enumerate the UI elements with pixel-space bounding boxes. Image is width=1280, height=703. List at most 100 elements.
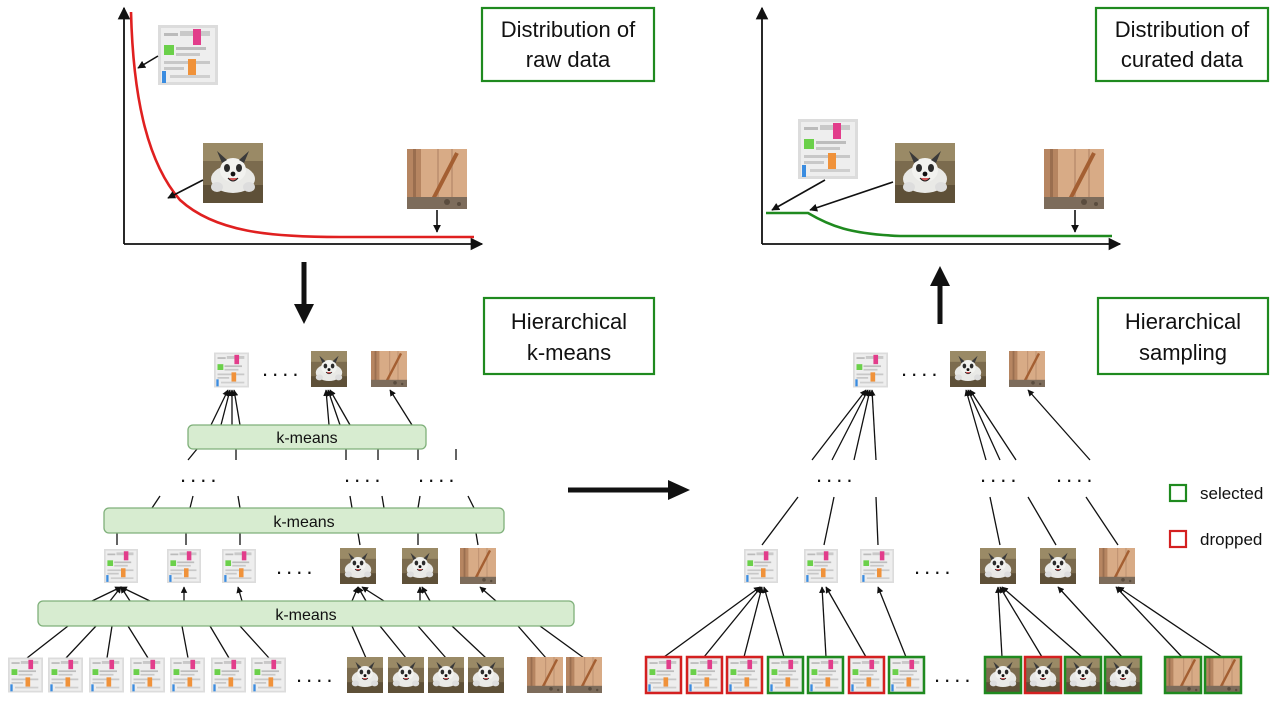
svg-text:....: .... bbox=[418, 462, 458, 487]
raw-data-title-box: Distribution of raw data bbox=[480, 6, 656, 83]
svg-text:curated data: curated data bbox=[1121, 47, 1244, 72]
leaf-node bbox=[1163, 655, 1203, 695]
hierarchical-sampling-box: Hierarchical sampling bbox=[1096, 296, 1270, 376]
leaf-node bbox=[644, 655, 683, 695]
document-thumbnail-icon bbox=[808, 657, 843, 693]
svg-text:raw data: raw data bbox=[526, 47, 611, 72]
dog-photo-icon bbox=[347, 657, 383, 693]
selected-frame bbox=[766, 655, 805, 695]
dropped-frame bbox=[847, 655, 886, 695]
dog-photo-icon bbox=[1105, 657, 1141, 693]
document-thumbnail-icon bbox=[104, 549, 138, 583]
leaf-node bbox=[847, 655, 886, 695]
document-thumbnail-icon bbox=[849, 657, 884, 693]
dropped-frame bbox=[644, 655, 683, 695]
leaf-node bbox=[725, 655, 764, 695]
raw-data-curve bbox=[129, 11, 474, 239]
kmeans-bar-3: k-means bbox=[37, 600, 575, 627]
raw-distribution-plot bbox=[117, 6, 484, 251]
document-thumbnail-icon bbox=[214, 352, 249, 388]
curated-distribution-plot bbox=[755, 6, 1122, 251]
wooden-gate-photo-icon bbox=[1044, 149, 1104, 209]
legend-dropped-swatch bbox=[1168, 529, 1188, 549]
document-thumbnail-icon bbox=[860, 549, 894, 583]
svg-text:....: .... bbox=[262, 356, 302, 381]
leaf-node bbox=[766, 655, 805, 695]
selected-frame bbox=[887, 655, 926, 695]
dog-photo-icon bbox=[950, 351, 986, 387]
dog-photo-icon bbox=[1065, 657, 1101, 693]
svg-text:Distribution of: Distribution of bbox=[501, 17, 636, 42]
curated-data-title-box: Distribution of curated data bbox=[1094, 6, 1270, 83]
leaf-node bbox=[1203, 655, 1243, 695]
kmeans-bar-1: k-means bbox=[187, 424, 427, 450]
document-thumbnail-icon bbox=[158, 25, 218, 85]
svg-text:k-means: k-means bbox=[276, 430, 337, 447]
document-thumbnail-icon bbox=[889, 657, 924, 693]
svg-text:Hierarchical: Hierarchical bbox=[1125, 309, 1241, 334]
flow-arrows bbox=[294, 262, 950, 500]
dog-photo-icon bbox=[1040, 548, 1076, 584]
leaf-node bbox=[1103, 655, 1143, 695]
svg-text:....: .... bbox=[296, 662, 336, 687]
wooden-gate-photo-icon bbox=[1099, 548, 1135, 584]
svg-text:k-means: k-means bbox=[527, 340, 611, 365]
document-thumbnail-icon bbox=[130, 657, 165, 693]
dropped-frame bbox=[725, 655, 764, 695]
leaf-node bbox=[1023, 655, 1063, 695]
dog-photo-icon bbox=[402, 548, 438, 584]
svg-text:....: .... bbox=[934, 662, 974, 687]
svg-text:Hierarchical: Hierarchical bbox=[511, 309, 627, 334]
svg-text:k-means: k-means bbox=[273, 514, 334, 531]
selected-frame bbox=[1063, 655, 1103, 695]
document-thumbnail-icon bbox=[853, 352, 888, 388]
dog-photo-icon bbox=[388, 657, 424, 693]
leaf-node bbox=[983, 655, 1023, 695]
document-thumbnail-icon bbox=[8, 657, 43, 693]
dog-photo-icon bbox=[340, 548, 376, 584]
svg-text:k-means: k-means bbox=[275, 607, 336, 624]
wooden-gate-photo-icon bbox=[1009, 351, 1045, 387]
svg-text:....: .... bbox=[816, 462, 856, 487]
document-thumbnail-icon bbox=[211, 657, 246, 693]
wooden-gate-photo-icon bbox=[527, 657, 563, 693]
wooden-gate-photo-icon bbox=[371, 351, 407, 387]
dog-photo-icon bbox=[311, 351, 347, 387]
leaf-node bbox=[685, 655, 724, 695]
document-thumbnail-icon bbox=[646, 657, 681, 693]
kmeans-tree: .... bbox=[8, 351, 602, 693]
svg-text:dropped: dropped bbox=[1200, 530, 1262, 549]
legend-selected-swatch bbox=[1168, 483, 1188, 503]
leaf-node bbox=[806, 655, 845, 695]
wooden-gate-photo-icon bbox=[460, 548, 496, 584]
document-thumbnail-icon bbox=[251, 657, 286, 693]
dog-photo-icon bbox=[1025, 657, 1061, 693]
dropped-frame bbox=[1023, 655, 1063, 695]
hierarchical-kmeans-box: Hierarchical k-means bbox=[482, 296, 656, 376]
document-thumbnail-icon bbox=[744, 549, 778, 583]
document-thumbnail-icon bbox=[167, 549, 201, 583]
curated-data-curve bbox=[766, 211, 1112, 238]
svg-text:....: .... bbox=[344, 462, 384, 487]
document-thumbnail-icon bbox=[804, 549, 838, 583]
svg-text:Distribution of: Distribution of bbox=[1115, 17, 1250, 42]
kmeans-bar-2: k-means bbox=[103, 507, 505, 534]
svg-text:....: .... bbox=[914, 554, 954, 579]
wooden-gate-photo-icon bbox=[1165, 657, 1201, 693]
dog-photo-icon bbox=[985, 657, 1021, 693]
svg-text:selected: selected bbox=[1200, 484, 1263, 503]
dog-photo-icon bbox=[980, 548, 1016, 584]
svg-text:....: .... bbox=[901, 356, 941, 381]
dog-photo-icon bbox=[894, 143, 956, 203]
wooden-gate-photo-icon bbox=[407, 149, 467, 209]
document-thumbnail-icon bbox=[687, 657, 722, 693]
document-thumbnail-icon bbox=[222, 549, 256, 583]
selected-frame bbox=[806, 655, 845, 695]
document-thumbnail-icon bbox=[727, 657, 762, 693]
leaf-node bbox=[1063, 655, 1103, 695]
selected-frame bbox=[1103, 655, 1143, 695]
legend: selected dropped bbox=[1168, 483, 1263, 549]
svg-text:sampling: sampling bbox=[1139, 340, 1227, 365]
dog-photo-icon bbox=[468, 657, 504, 693]
svg-text:....: .... bbox=[1056, 462, 1096, 487]
